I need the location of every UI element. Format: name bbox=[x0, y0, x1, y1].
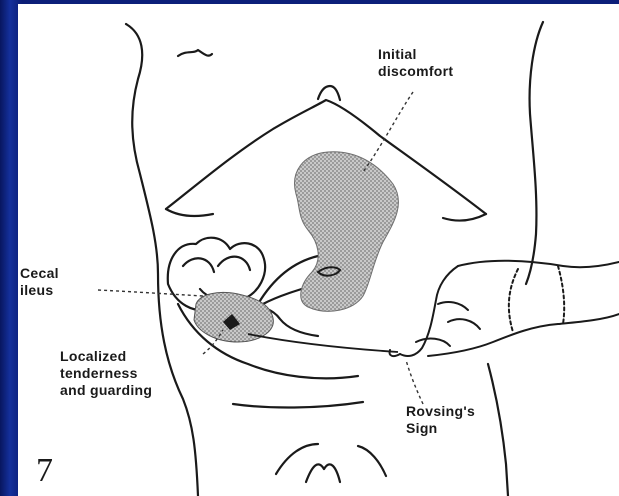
torso-left-outline bbox=[126, 24, 198, 496]
illustration-panel: Initial discomfort Cecal ileus Localized… bbox=[18, 4, 619, 496]
label-initial-discomfort: Initial discomfort bbox=[378, 46, 498, 80]
figure-number: 7 bbox=[36, 452, 53, 490]
leader-cecal-ileus bbox=[98, 290, 203, 296]
label-rovsings-sign: Rovsing's Sign bbox=[406, 403, 516, 437]
label-localized-tenderness: Localized tenderness and guarding bbox=[60, 348, 220, 399]
neck-scribble bbox=[178, 50, 212, 56]
rib-cage-right-edge bbox=[443, 214, 486, 221]
pubic-line-right bbox=[358, 446, 386, 476]
leader-rovsings-sign bbox=[406, 360, 423, 404]
xiphoid bbox=[318, 86, 340, 100]
examiner-hand bbox=[390, 261, 619, 356]
rovsing-pressure-line bbox=[248, 334, 398, 352]
lower-abdomen-line bbox=[233, 402, 363, 408]
leader-initial-discomfort bbox=[363, 92, 413, 172]
genital-sketch bbox=[306, 464, 340, 482]
rib-cage-left-edge bbox=[166, 209, 213, 216]
abdomen-illustration bbox=[18, 4, 619, 496]
initial-discomfort-shading bbox=[295, 152, 399, 311]
label-cecal-ileus: Cecal ileus bbox=[20, 265, 110, 299]
torso-right-outline bbox=[526, 22, 543, 284]
